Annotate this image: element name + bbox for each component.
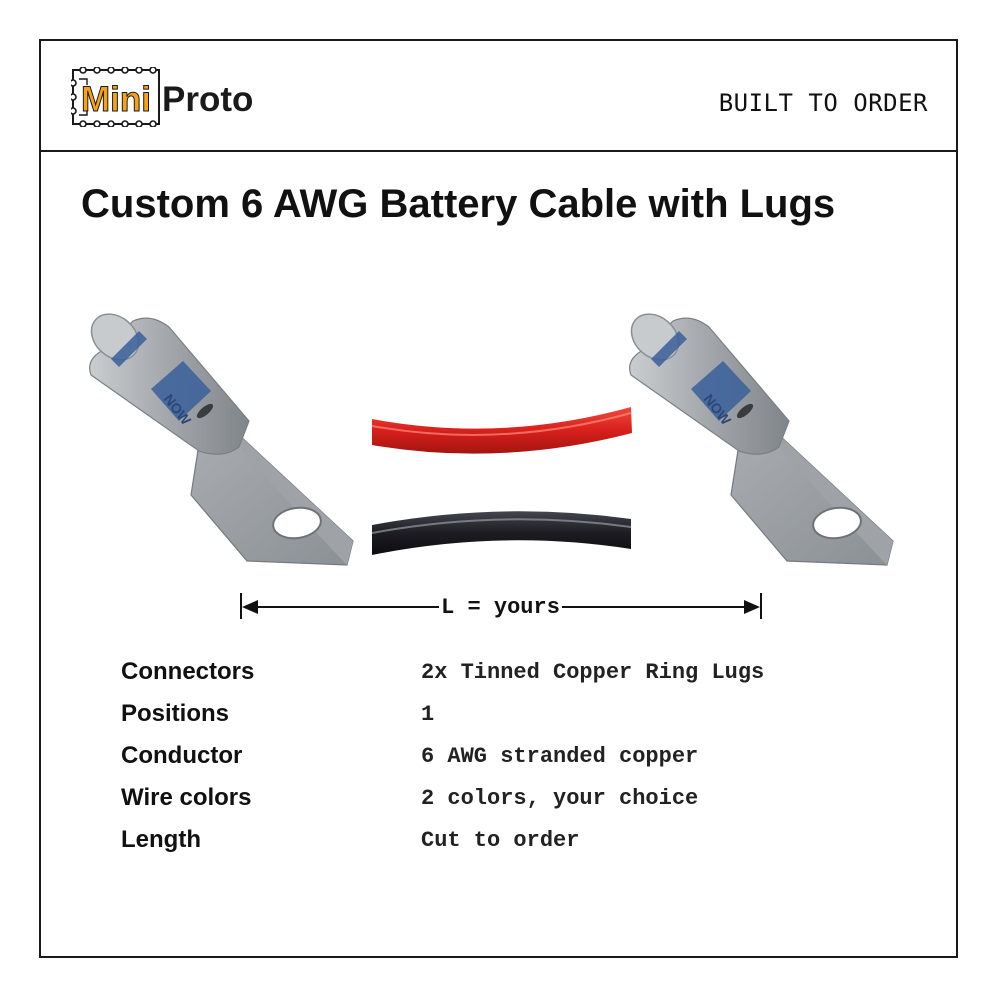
spec-label: Wire colors	[121, 784, 252, 811]
length-dimension-line	[240, 593, 762, 619]
right-ring-lug-icon	[621, 303, 894, 566]
spec-label: Connectors	[121, 658, 255, 685]
circuit-board-icon: Mini Proto	[71, 67, 253, 127]
spec-row: Conductor 6 AWG stranded copper	[121, 742, 921, 784]
product-card: Mini Proto BUILT TO ORDER Custom 6 AWG B…	[39, 39, 958, 958]
spec-value: Cut to order	[421, 828, 580, 853]
product-title: Custom 6 AWG Battery Cable with Lugs	[81, 182, 836, 226]
built-to-order-tag: BUILT TO ORDER	[718, 89, 928, 117]
logo-text-proto: Proto	[162, 80, 253, 119]
red-wire	[371, 407, 632, 454]
left-ring-lug-icon	[81, 303, 354, 566]
spec-label: Length	[121, 826, 201, 853]
spec-row: Positions 1	[121, 700, 921, 742]
spec-label: Positions	[121, 700, 230, 727]
spec-row: Wire colors 2 colors, your choice	[121, 784, 921, 826]
spec-value: 2 colors, your choice	[421, 786, 699, 811]
spec-value: 6 AWG stranded copper	[421, 744, 699, 769]
spec-row: Length Cut to order	[121, 826, 921, 868]
spec-value: 2x Tinned Copper Ring Lugs	[421, 660, 765, 685]
black-wire	[371, 511, 632, 555]
spec-value: 1	[421, 702, 435, 727]
cable-illustration: NOW	[41, 301, 960, 631]
brand-logo[interactable]: Mini Proto	[71, 67, 261, 127]
header: Mini Proto BUILT TO ORDER	[41, 41, 956, 152]
spec-table: Connectors 2x Tinned Copper Ring Lugs Po…	[121, 658, 921, 868]
spec-row: Connectors 2x Tinned Copper Ring Lugs	[121, 658, 921, 700]
spec-label: Conductor	[121, 742, 243, 769]
logo-text-mini: Mini	[81, 80, 151, 119]
